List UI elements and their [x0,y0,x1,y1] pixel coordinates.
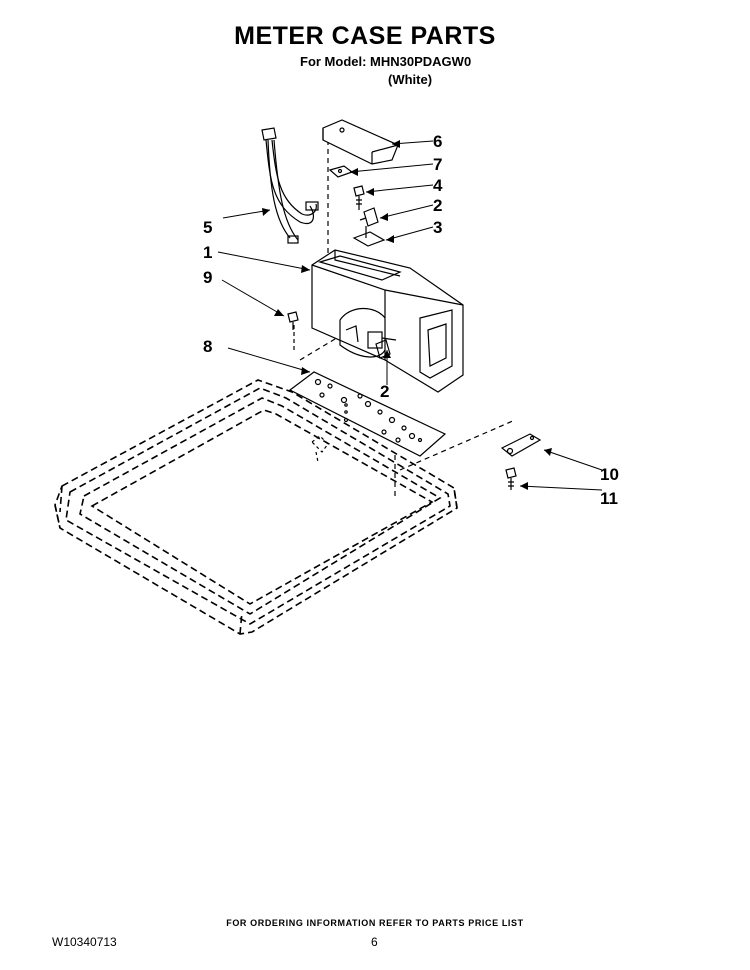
leader-arrowheads [262,140,552,490]
callout-8: 8 [203,337,212,356]
model-label: For Model: MHN30PDAGW0 [300,54,472,69]
ordering-note: FOR ORDERING INFORMATION REFER TO PARTS … [226,918,524,928]
callout-9: 9 [203,268,212,287]
hinge-drawing [500,433,542,457]
callout-11: 11 [600,489,618,508]
clip-drawing [328,165,354,178]
switch-top-drawing [359,207,379,227]
bracket-drawing [352,226,386,247]
callout-1: 1 [203,243,212,262]
callout-10: 10 [600,465,619,484]
page-title: METER CASE PARTS [234,22,496,50]
callout-6: 6 [433,132,442,151]
callout-5: 5 [203,218,212,237]
meter-case-drawing [311,249,464,393]
screw-9-drawing [287,311,299,330]
callout-7: 7 [433,155,442,174]
document-number: W10340713 [52,935,117,949]
callout-3: 3 [433,218,442,237]
screw-4-drawing [353,185,365,210]
leader-dashed-right [399,419,516,471]
control-plate-drawing [288,371,447,457]
color-label: (White) [388,72,433,87]
cabinet-frame-outline [54,379,458,635]
cover-drawing [322,119,399,165]
callout-2-top: 2 [433,196,442,215]
callout-2-bottom: 2 [380,382,389,401]
page-number: 6 [371,935,378,949]
callout-4: 4 [433,176,443,195]
cabinet-cutout [311,435,329,463]
wire-harness-drawing [261,127,319,244]
leader-lines [217,140,603,491]
screw-11-drawing [505,467,517,490]
switch-bottom-drawing [375,339,391,359]
